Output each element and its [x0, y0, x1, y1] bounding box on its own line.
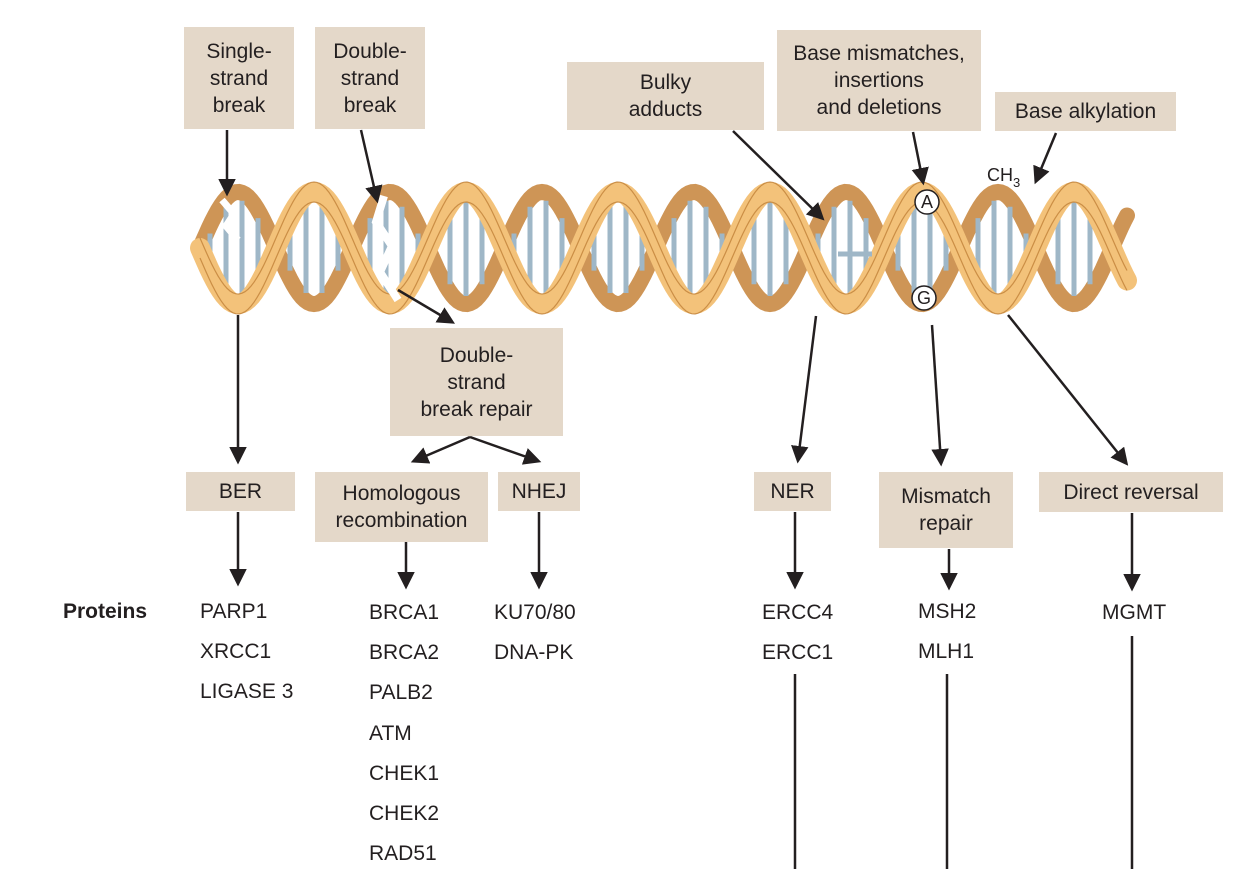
methyl-subscript: 3 [1013, 175, 1020, 190]
arrow-mismatch-to-dna [911, 131, 929, 186]
pathway-nhej: NHEJ [498, 472, 580, 511]
protein-name: BRCA2 [369, 641, 440, 665]
helix-front-ribbon [190, 181, 1137, 315]
arrow-dsb-to-hr [410, 435, 471, 464]
helix-front-strand [190, 181, 1137, 315]
arrow-dsb-to-nhej [469, 435, 542, 465]
protein-name: PALB2 [369, 681, 433, 705]
protein-name: DNA-PK [494, 641, 574, 665]
base-a-marker: A [914, 189, 940, 215]
protein-name: BRCA1 [369, 601, 440, 624]
protein-name: ERCC1 [762, 641, 834, 665]
pathway-ner: NER [754, 472, 831, 511]
arrow-dsb-to-dna [359, 129, 383, 204]
arrow-dna-to-dsb-repair [397, 288, 456, 324]
helix-front-edge-top [199, 181, 1128, 295]
pathway-ber: BER [186, 472, 295, 511]
helix-front-edge-bottom [199, 201, 1128, 315]
protein-name: MLH1 [918, 640, 975, 664]
helix-base-pairs [207, 200, 1109, 296]
base-g-label: G [917, 288, 931, 308]
protein-name: MGMT [1102, 601, 1167, 624]
base-g-marker: G [911, 285, 937, 311]
protein-name: ATM [369, 721, 412, 745]
pathway-direct-reversal: Direct reversal [1039, 472, 1223, 512]
methyl-ch-text: CH [987, 165, 1013, 185]
pathway-homologous-recombination: Homologous recombination [315, 472, 488, 542]
double-strand-break-repair: Double- strand break repair [390, 328, 563, 436]
arrow-dna-to-mismatch [930, 324, 949, 467]
damage-bulky-adducts: Bulky adducts [567, 62, 764, 130]
single-strand-break-gap [219, 197, 241, 243]
arrow-bulky-to-dna [732, 130, 825, 221]
protein-name: LIGASE 3 [200, 680, 294, 704]
arrows [218, 129, 1141, 869]
protein-name: ERCC4 [762, 601, 834, 624]
protein-name: RAD51 [369, 842, 437, 866]
protein-name: CHEK2 [369, 801, 440, 825]
arrow-alkylation-to-dna [1033, 132, 1058, 185]
proteins-heading: Proteins [63, 600, 148, 623]
protein-name: MSH2 [918, 600, 977, 623]
protein-name: PARP1 [200, 600, 268, 623]
dna-double-helix: A G CH3 [190, 165, 1137, 315]
protein-name: CHEK1 [369, 761, 440, 785]
arrow-dna-to-ner [791, 315, 818, 464]
damage-base-alkylation: Base alkylation [995, 92, 1176, 131]
damage-double-strand-break: Double- strand break [315, 27, 425, 129]
damage-single-strand-break: Single- strand break [184, 27, 294, 129]
arrow-dna-to-direct-reversal [1007, 314, 1129, 466]
pathway-mismatch-repair: Mismatch repair [879, 472, 1013, 548]
protein-list-direct-reversal: MGMT [1102, 601, 1166, 641]
protein-name: XRCC1 [200, 640, 272, 664]
protein-name: KU70/80 [494, 601, 576, 624]
double-strand-break-gap [371, 194, 402, 303]
methyl-group-label: CH3 [987, 165, 1020, 190]
damage-base-mismatches: Base mismatches, insertions and deletion… [777, 30, 981, 131]
base-a-label: A [921, 192, 933, 212]
